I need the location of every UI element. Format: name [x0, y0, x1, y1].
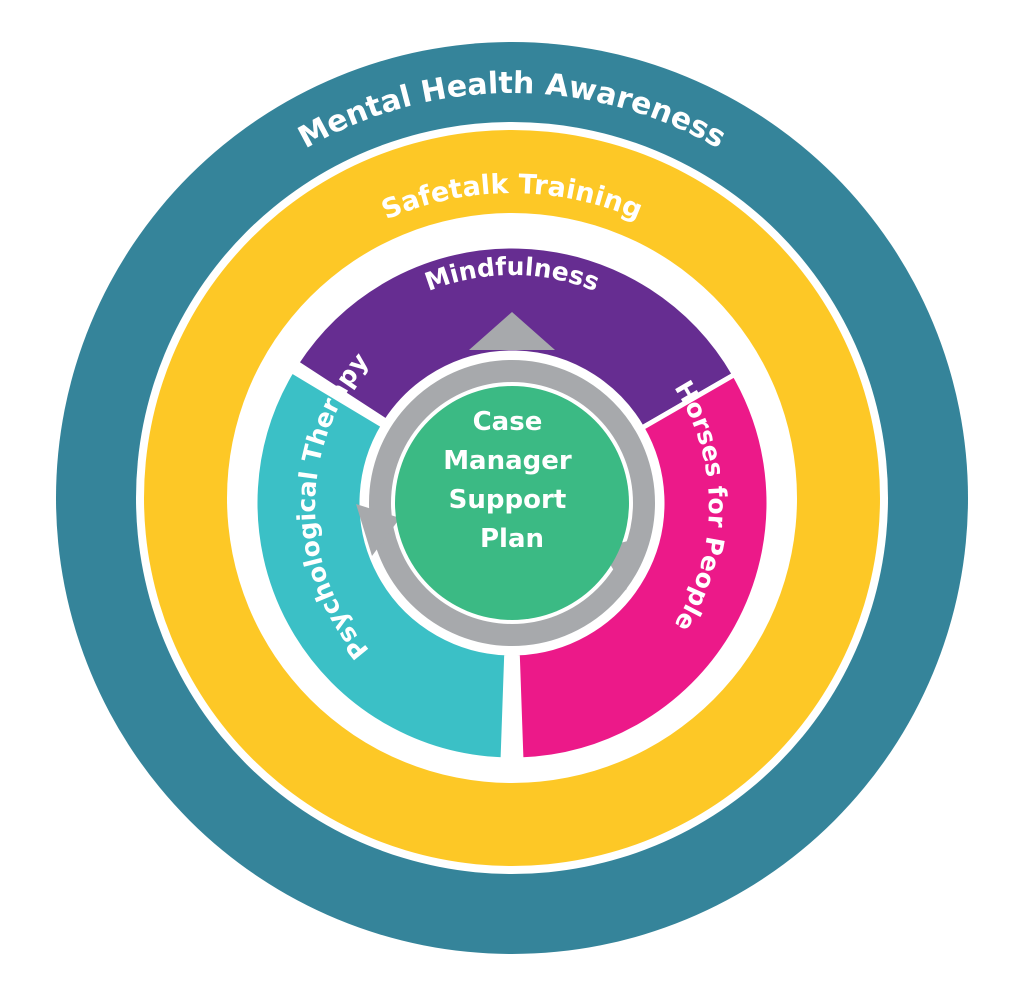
center-line-1: Case	[473, 407, 543, 437]
center-line-4: Plan	[480, 524, 544, 554]
cycle-ring	[369, 360, 655, 646]
segment-psychological	[252, 367, 510, 763]
cycle-arrow-left-icon	[356, 504, 400, 556]
center-label: Case Manager Support Plan	[443, 407, 581, 554]
cycle-arrow-top-icon	[469, 312, 555, 350]
center-line-2: Manager	[443, 446, 572, 476]
center-circle	[395, 386, 629, 620]
segment-horses	[514, 371, 772, 763]
center-line-3: Support	[449, 485, 567, 515]
segments-group	[252, 243, 772, 763]
